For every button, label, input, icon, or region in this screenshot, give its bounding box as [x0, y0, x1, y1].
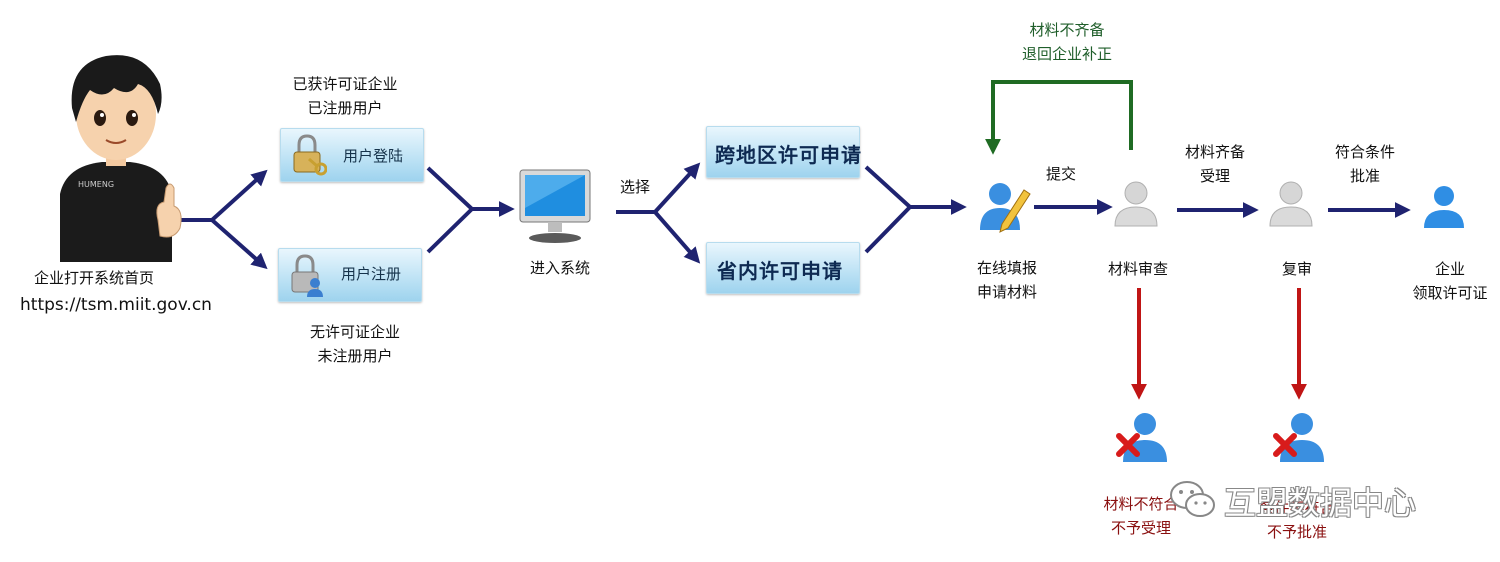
merge-top — [426, 166, 474, 211]
register-button-label: 用户注册 — [341, 265, 402, 283]
padlock-user-icon — [291, 254, 323, 297]
login-button[interactable]: 用户登陆 — [280, 128, 424, 182]
enter-system-label: 进入系统 — [530, 259, 591, 277]
in-province-apply-button[interactable]: 省内许可申请 — [706, 242, 860, 294]
re-review-label: 复审 — [1282, 260, 1313, 278]
system-url[interactable]: https://tsm.miit.gov.cn — [20, 295, 212, 315]
re-reviewer-user-icon — [1269, 181, 1313, 227]
arrow-to-login — [210, 169, 268, 222]
login-button-label: 用户登陆 — [343, 147, 404, 165]
reject-user-icon-2 — [1273, 413, 1324, 462]
unregistered-company-label: 无许可证企业 未注册用户 — [309, 323, 400, 365]
person-avatar — [60, 55, 182, 262]
user-edit-icon — [980, 183, 1031, 233]
reject-2-label: 条件不符合 不予批准 — [1259, 499, 1335, 541]
reject-1-label: 材料不符合 不予受理 — [1103, 495, 1179, 537]
fill-online-label: 在线填报 申请材料 — [976, 259, 1037, 301]
reviewer-user-icon — [1114, 181, 1158, 227]
registered-company-label: 已获许可证企业 已注册用户 — [292, 75, 398, 117]
arrow-to-cross-region — [653, 162, 701, 214]
reject-user-icon-1 — [1116, 413, 1167, 462]
register-button[interactable]: 用户注册 — [278, 248, 422, 302]
choose-label: 选择 — [620, 178, 651, 196]
shirt-logo: HUMENG — [78, 180, 115, 189]
wechat-icon — [1170, 481, 1215, 517]
padlock-key-icon — [293, 134, 327, 176]
incomplete-return-label: 材料不齐备 退回企业补正 — [1021, 21, 1112, 63]
complete-accept-label: 材料齐备 受理 — [1184, 143, 1245, 185]
cross-region-apply-button[interactable]: 跨地区许可申请 — [706, 126, 861, 178]
arrow-to-in-province — [653, 210, 701, 264]
watermark: 互盟数据中心 — [1168, 474, 1468, 524]
final-label: 企业 领取许可证 — [1412, 260, 1488, 302]
final-user-icon — [1424, 186, 1464, 228]
arrow-return — [985, 80, 1133, 155]
computer-icon — [519, 169, 591, 243]
start-caption: 企业打开系统首页 — [34, 269, 155, 287]
merge-top-2 — [864, 165, 912, 209]
merge-bottom — [426, 207, 474, 254]
qualified-approve-label: 符合条件 批准 — [1334, 143, 1395, 185]
watermark-text: 互盟数据中心 — [1224, 484, 1417, 522]
arrow-to-register — [210, 218, 268, 270]
material-review-label: 材料审查 — [1108, 260, 1169, 278]
submit-label: 提交 — [1046, 165, 1077, 183]
merge-bottom-2 — [864, 205, 912, 254]
